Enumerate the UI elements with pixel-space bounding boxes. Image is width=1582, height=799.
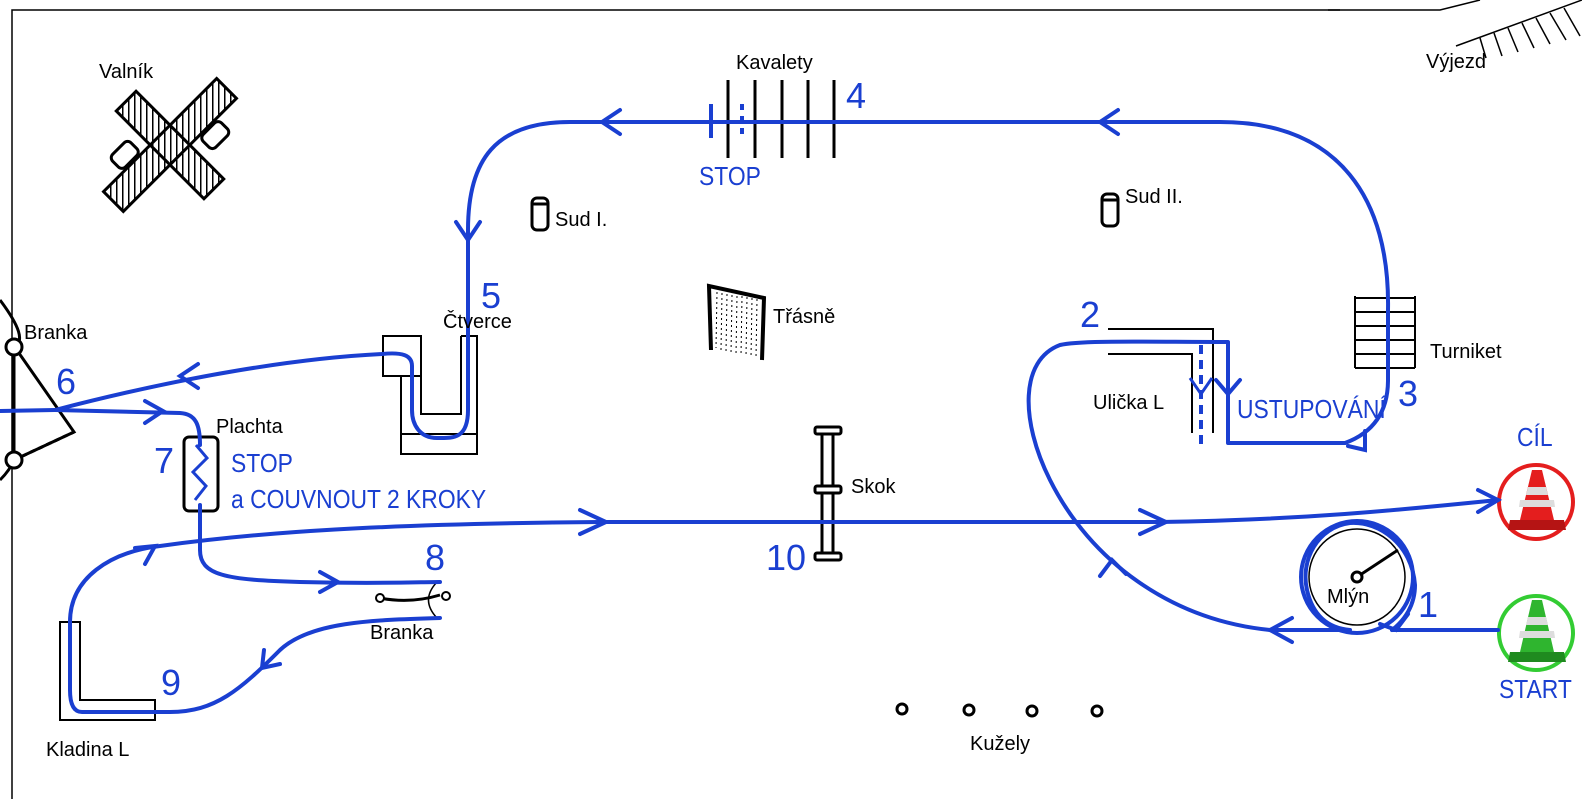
label-ulicka: Ulička L [1093, 392, 1165, 414]
label-kladina: Kladina L [46, 739, 130, 761]
label-plachta: Plachta [216, 416, 283, 438]
label-start: START [1499, 674, 1572, 704]
alley-l-icon [1108, 328, 1214, 433]
turnstile-icon [1354, 296, 1416, 369]
label-turniket: Turniket [1430, 341, 1502, 363]
label-trasne: Třásně [773, 306, 836, 328]
station-number-2: 2 [1080, 294, 1101, 335]
instruction-stop-kavalety: STOP [699, 161, 761, 191]
tarp-icon [182, 435, 220, 513]
route-arrows [133, 108, 1503, 671]
label-skok: Skok [851, 476, 896, 498]
cavaletti-poles-icon [726, 80, 836, 158]
wagon-icon [101, 76, 239, 214]
jump-icon [813, 425, 843, 562]
station-number-7: 7 [154, 440, 175, 481]
alley-arrow-icon [1188, 377, 1214, 397]
label-branka-left: Branka [24, 322, 88, 344]
station-number-1: 1 [1418, 584, 1439, 625]
balance-beam-l-icon [59, 621, 156, 721]
station-number-3: 3 [1398, 373, 1419, 414]
barrel-icon [530, 196, 550, 232]
label-kuzely: Kužely [970, 733, 1031, 755]
exit-ramp-icon [1455, 0, 1582, 59]
small-cones-icon [895, 702, 1104, 718]
station-number-6: 6 [56, 361, 77, 402]
label-mlyn: Mlýn [1327, 586, 1370, 608]
finish-cone-icon [1497, 463, 1575, 541]
station-number-8: 8 [425, 537, 446, 578]
fringe-curtain-icon [706, 283, 767, 361]
route-path [0, 120, 1500, 714]
label-kavalety: Kavalety [736, 52, 813, 74]
instruction-couvnout: a COUVNOUT 2 KROKY [231, 484, 487, 514]
gate-middle-icon [375, 581, 451, 619]
station-number-10: 10 [766, 537, 807, 578]
station-number-9: 9 [161, 662, 182, 703]
label-vyjezd: Výjezd [1426, 51, 1487, 73]
station-number-5: 5 [481, 275, 502, 316]
label-cil: CÍL [1517, 422, 1553, 452]
instruction-ustupovani: USTUPOVÁNÍ [1237, 394, 1386, 424]
label-ctverce: Čtverce [443, 311, 512, 333]
station-number-4: 4 [846, 75, 867, 116]
squares-obstacle-icon [382, 335, 478, 455]
label-sud2: Sud II. [1125, 186, 1183, 208]
label-branka-mid: Branka [370, 622, 434, 644]
barrel-icon [1100, 192, 1120, 228]
start-cone-icon [1497, 594, 1575, 672]
gate-left-icon [0, 299, 77, 482]
instruction-stop-plachta: STOP [231, 448, 293, 478]
arena-border [11, 0, 1481, 799]
label-valnik: Valník [99, 61, 154, 83]
label-sud1: Sud I. [555, 209, 608, 231]
